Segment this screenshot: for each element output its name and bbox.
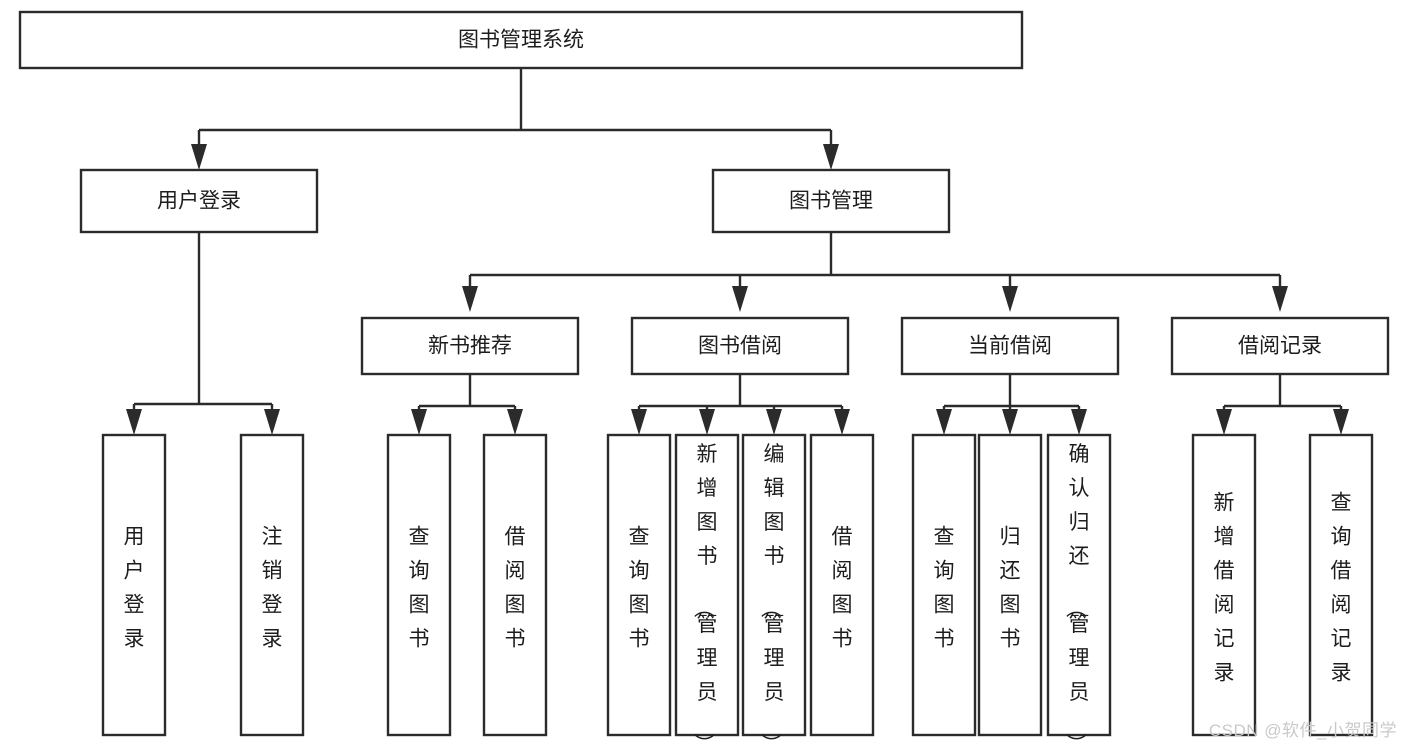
connector-root-to-level2	[191, 68, 839, 170]
node-leaf-borrow-book-2-label: 借阅图书	[832, 526, 853, 651]
node-leaf-confirm-return[interactable]: 确认归还（管理员）	[1046, 433, 1112, 747]
arrow-head-icon	[766, 409, 782, 435]
node-leaf-add-record[interactable]: 新增借阅记录	[1191, 433, 1257, 737]
arrow-head-icon	[631, 409, 647, 435]
node-leaf-edit-book[interactable]: 编辑图书（管理员）	[741, 433, 807, 747]
node-leaf-return-book[interactable]: 归还图书	[977, 433, 1043, 737]
node-borrow-record-box[interactable]	[1170, 316, 1390, 376]
arrow-head-icon	[1002, 409, 1018, 435]
arrow-head-icon	[191, 144, 207, 170]
node-leaf-query-book-1[interactable]: 查询图书	[386, 433, 452, 737]
node-leaf-user-login[interactable]: 用户登录	[101, 433, 167, 737]
node-leaf-confirm-return-label: 确认归还（管理员）	[1064, 443, 1090, 747]
arrow-head-icon	[264, 409, 280, 435]
node-user-login-label: 用户登录	[157, 190, 241, 213]
node-root[interactable]: 图书管理系统	[18, 10, 1024, 70]
node-leaf-user-login-box[interactable]	[101, 433, 167, 737]
node-leaf-query-record[interactable]: 查询借阅记录	[1308, 433, 1374, 737]
node-leaf-return-book-box[interactable]	[977, 433, 1043, 737]
node-borrow-record-label: 借阅记录	[1238, 335, 1322, 358]
arrow-head-icon	[411, 409, 427, 435]
arrow-head-icon	[462, 286, 478, 312]
node-borrow-record[interactable]: 借阅记录	[1170, 316, 1390, 376]
arrow-head-icon	[1333, 409, 1349, 435]
node-leaf-return-book-label: 归还图书	[1000, 526, 1021, 651]
node-leaf-logout-login[interactable]: 注销登录	[239, 433, 305, 737]
node-new-book-rec[interactable]: 新书推荐	[360, 316, 580, 376]
connector-userlogin-to-leaves	[126, 232, 280, 435]
node-leaf-add-record-box[interactable]	[1191, 433, 1257, 737]
arrow-head-icon	[507, 409, 523, 435]
node-leaf-add-book[interactable]: 新增图书（管理员）	[674, 433, 740, 747]
node-leaf-logout-login-label: 注销登录	[262, 526, 283, 651]
node-root-label: 图书管理系统	[458, 29, 584, 52]
leaf-nodes: 用户登录 注销登录 查询图书 借阅图书 查询图书 新增图书（管理员）	[101, 433, 1374, 747]
csdn-watermark: CSDN @软件_小贺同学	[1208, 721, 1397, 740]
node-new-book-rec-box[interactable]	[360, 316, 580, 376]
arrow-head-icon	[1272, 286, 1288, 312]
node-current-borrow-label: 当前借阅	[968, 335, 1052, 358]
node-leaf-query-book-1-box[interactable]	[386, 433, 452, 737]
node-leaf-query-book-2[interactable]: 查询图书	[606, 433, 672, 737]
node-leaf-query-book-1-label: 查询图书	[409, 526, 430, 651]
node-current-borrow[interactable]: 当前借阅	[900, 316, 1120, 376]
node-leaf-borrow-book-1-box[interactable]	[482, 433, 548, 737]
node-leaf-query-record-label: 查询借阅记录	[1331, 492, 1352, 685]
node-book-borrow-box[interactable]	[630, 316, 850, 376]
node-leaf-add-record-label: 新增借阅记录	[1214, 492, 1235, 685]
node-user-login-box[interactable]	[79, 168, 319, 234]
node-leaf-query-book-2-label: 查询图书	[629, 526, 650, 651]
node-book-manage-label: 图书管理	[789, 190, 873, 213]
connector-bookborrow-to-leaves	[631, 374, 850, 435]
node-leaf-query-book-3-box[interactable]	[911, 433, 977, 737]
arrow-head-icon	[126, 409, 142, 435]
node-book-borrow-label: 图书借阅	[698, 335, 782, 358]
node-leaf-edit-book-label: 编辑图书（管理员）	[759, 443, 785, 747]
node-root-box[interactable]	[18, 10, 1024, 70]
node-leaf-query-book-2-box[interactable]	[606, 433, 672, 737]
node-leaf-add-book-box[interactable]	[674, 433, 740, 737]
connector-borrowrecord-to-leaves	[1216, 374, 1349, 435]
arrow-head-icon	[1071, 409, 1087, 435]
connector-currentborrow-to-leaves	[936, 374, 1087, 435]
node-current-borrow-box[interactable]	[900, 316, 1120, 376]
arrow-head-icon	[732, 286, 748, 312]
connector-newbook-to-leaves	[411, 374, 523, 435]
node-leaf-borrow-book-2-box[interactable]	[809, 433, 875, 737]
arrow-head-icon	[936, 409, 952, 435]
node-leaf-query-book-3-label: 查询图书	[934, 526, 955, 651]
node-leaf-confirm-return-box[interactable]	[1046, 433, 1112, 737]
node-leaf-borrow-book-1[interactable]: 借阅图书	[482, 433, 548, 737]
node-leaf-query-book-3[interactable]: 查询图书	[911, 433, 977, 737]
node-book-manage[interactable]: 图书管理	[711, 168, 951, 234]
node-leaf-user-login-label: 用户登录	[124, 526, 145, 651]
node-book-borrow[interactable]: 图书借阅	[630, 316, 850, 376]
node-leaf-add-book-label: 新增图书（管理员）	[692, 443, 718, 747]
node-new-book-rec-label: 新书推荐	[428, 335, 512, 358]
arrow-head-icon	[834, 409, 850, 435]
arrow-head-icon	[1216, 409, 1232, 435]
node-leaf-edit-book-box[interactable]	[741, 433, 807, 737]
node-book-manage-box[interactable]	[711, 168, 951, 234]
node-leaf-query-record-box[interactable]	[1308, 433, 1374, 737]
node-user-login[interactable]: 用户登录	[79, 168, 319, 234]
node-leaf-logout-login-box[interactable]	[239, 433, 305, 737]
node-leaf-borrow-book-2[interactable]: 借阅图书	[809, 433, 875, 737]
arrow-head-icon	[1002, 286, 1018, 312]
connector-bookmanage-to-level3	[462, 232, 1288, 312]
arrow-head-icon	[823, 144, 839, 170]
node-leaf-borrow-book-1-label: 借阅图书	[505, 526, 526, 651]
arrow-head-icon	[699, 409, 715, 435]
